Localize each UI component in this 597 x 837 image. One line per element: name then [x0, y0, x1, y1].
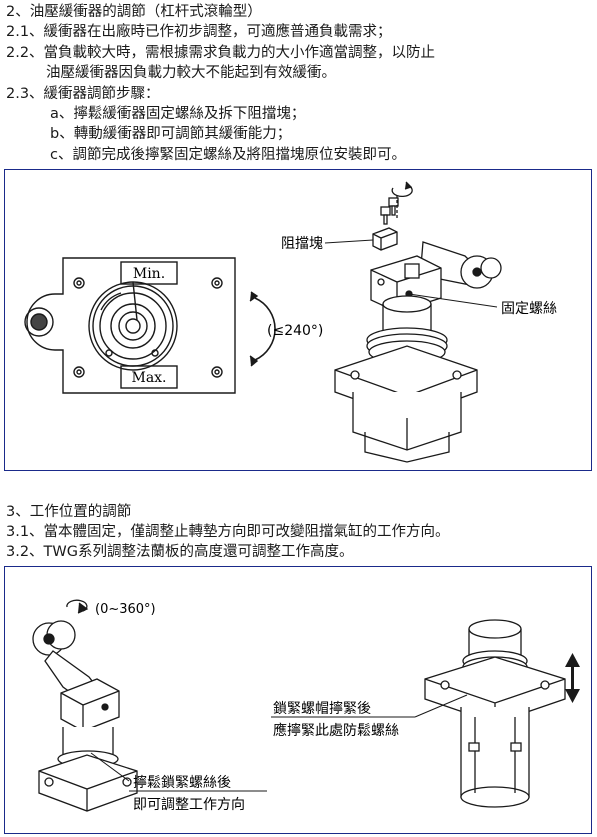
loosen-label-2: 即可調整工作方向	[133, 797, 245, 813]
max-label: Max.	[131, 370, 166, 386]
lock-label-2: 應擰緊此處防鬆螺絲	[273, 722, 399, 739]
step-b: b、轉動緩衝器即可調節其緩衝能力；	[50, 126, 292, 142]
screw-label: 固定螺絲	[501, 301, 557, 317]
figure-2-panel: (0~360°) 擰鬆鎖緊螺絲後 即可調整工作方向	[4, 566, 592, 834]
section-3-title: 3、工作位置的調節	[6, 504, 132, 520]
figure-1-panel: Min. Max. (≤240°)	[4, 169, 592, 471]
loosen-label-1: 擰鬆鎖緊螺絲後	[133, 775, 231, 791]
paragraph-2-2-line1: 2.2、當負載較大時，需根據需求負載力的大小作適當調整，以防止	[6, 45, 436, 61]
paragraph-3-1: 3.1、當本體固定，僅調整止轉墊方向即可改變阻擋氣缸的工作方向。	[6, 524, 450, 540]
step-c: c、調節完成後擰緊固定螺絲及將阻擋塊原位安裝即可。	[50, 147, 406, 163]
block-label: 阻擋塊	[281, 236, 323, 252]
rotate-label: (0~360°)	[95, 602, 156, 617]
paragraph-2-3: 2.3、緩衝器調節步驟：	[6, 86, 160, 102]
step-a: a、擰鬆緩衝器固定螺絲及拆下阻擋塊；	[50, 106, 306, 122]
figure-1-drawing: Min. Max. (≤240°)	[24, 181, 557, 463]
min-label: Min.	[133, 266, 165, 282]
figure-2-drawing: (0~360°) 擰鬆鎖緊螺絲後 即可調整工作方向	[32, 599, 580, 813]
paragraph-3-2: 3.2、TWG系列調整法蘭板的高度還可調整工作高度。	[6, 544, 354, 560]
section-2-title: 2、油壓緩衝器的調節（杠杆式滾輪型）	[6, 4, 262, 20]
lock-label-1: 鎖緊螺帽擰緊後	[273, 701, 371, 717]
paragraph-2-2-line2: 油壓緩衝器因負載力較大不能起到有效緩衝。	[46, 65, 336, 81]
angle-label: (≤240°)	[267, 323, 323, 339]
paragraph-2-1: 2.1、緩衝器在出廠時已作初步調整，可適應普通負載需求；	[6, 24, 392, 40]
